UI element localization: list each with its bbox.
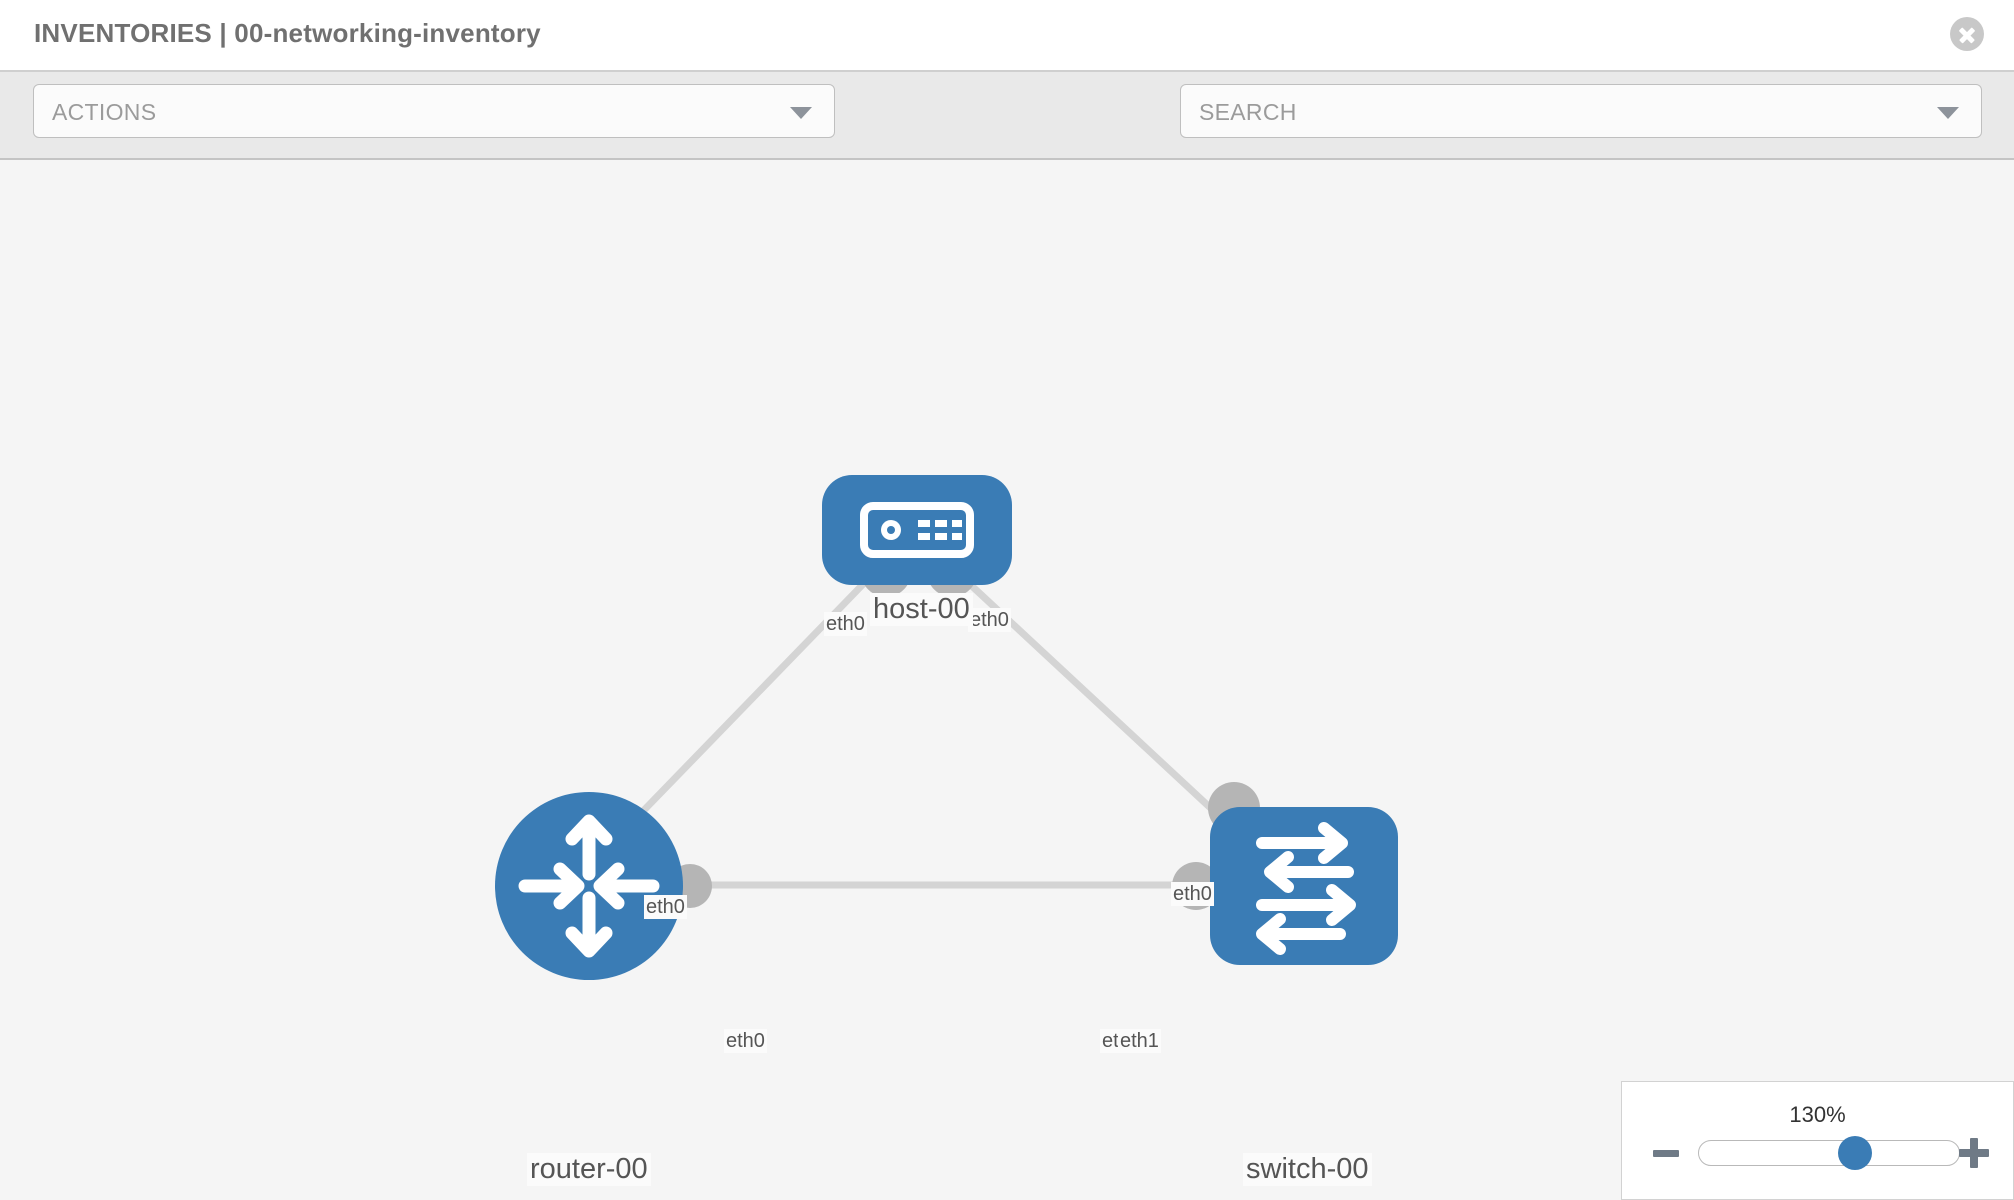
actions-dropdown[interactable]: ACTIONS (33, 84, 835, 138)
node-label-router-00: router-00 (527, 1153, 651, 1187)
topology-canvas[interactable]: eth0 eth0 eth0 eth0 eth0 eth0 eth1 host-… (0, 160, 2014, 1200)
page-title: INVENTORIES | 00-networking-inventory (34, 18, 541, 48)
node-router-00[interactable] (495, 792, 683, 980)
edge-label-host-right: eth0 (968, 608, 1011, 632)
zoom-slider-thumb[interactable] (1838, 1136, 1872, 1170)
server-icon (860, 502, 974, 558)
plus-icon-bar-vertical (1970, 1138, 1978, 1168)
edge-label-router-up: eth0 (644, 895, 687, 919)
router-arrows-icon (518, 814, 660, 958)
zoom-percent-label: 130% (1789, 1102, 1846, 1127)
actions-dropdown-label: ACTIONS (52, 99, 157, 125)
plus-icon[interactable] (1959, 1138, 1989, 1168)
page-header: INVENTORIES | 00-networking-inventory (0, 0, 2014, 70)
minus-icon-bar (1653, 1150, 1679, 1157)
node-label-switch-00: switch-00 (1243, 1153, 1372, 1187)
chevron-down-icon (790, 107, 812, 119)
switch-arrows-icon (1256, 822, 1356, 955)
node-label-host-00: host-00 (870, 593, 973, 627)
topology-graph (495, 475, 1398, 980)
close-icon[interactable] (1950, 17, 1984, 51)
node-switch-00[interactable] (1210, 807, 1398, 965)
zoom-slider-track[interactable] (1698, 1140, 1960, 1166)
chevron-down-icon (1937, 107, 1959, 119)
edge-label-host-left: eth0 (824, 612, 867, 636)
search-box[interactable] (1180, 84, 1982, 139)
edge-label-switch-left-eth1: eth1 (1118, 1029, 1161, 1053)
node-host-00[interactable] (822, 475, 1012, 585)
edge-label-switch-up: eth0 (1171, 882, 1214, 906)
edge-label-router-right: eth0 (724, 1029, 767, 1053)
minus-icon[interactable] (1653, 1140, 1679, 1166)
zoom-slider[interactable] (1698, 1136, 1960, 1170)
search-input[interactable] (1197, 85, 1921, 139)
zoom-control-panel: 130% (1621, 1081, 2014, 1200)
toolbar: ACTIONS (0, 70, 2014, 210)
